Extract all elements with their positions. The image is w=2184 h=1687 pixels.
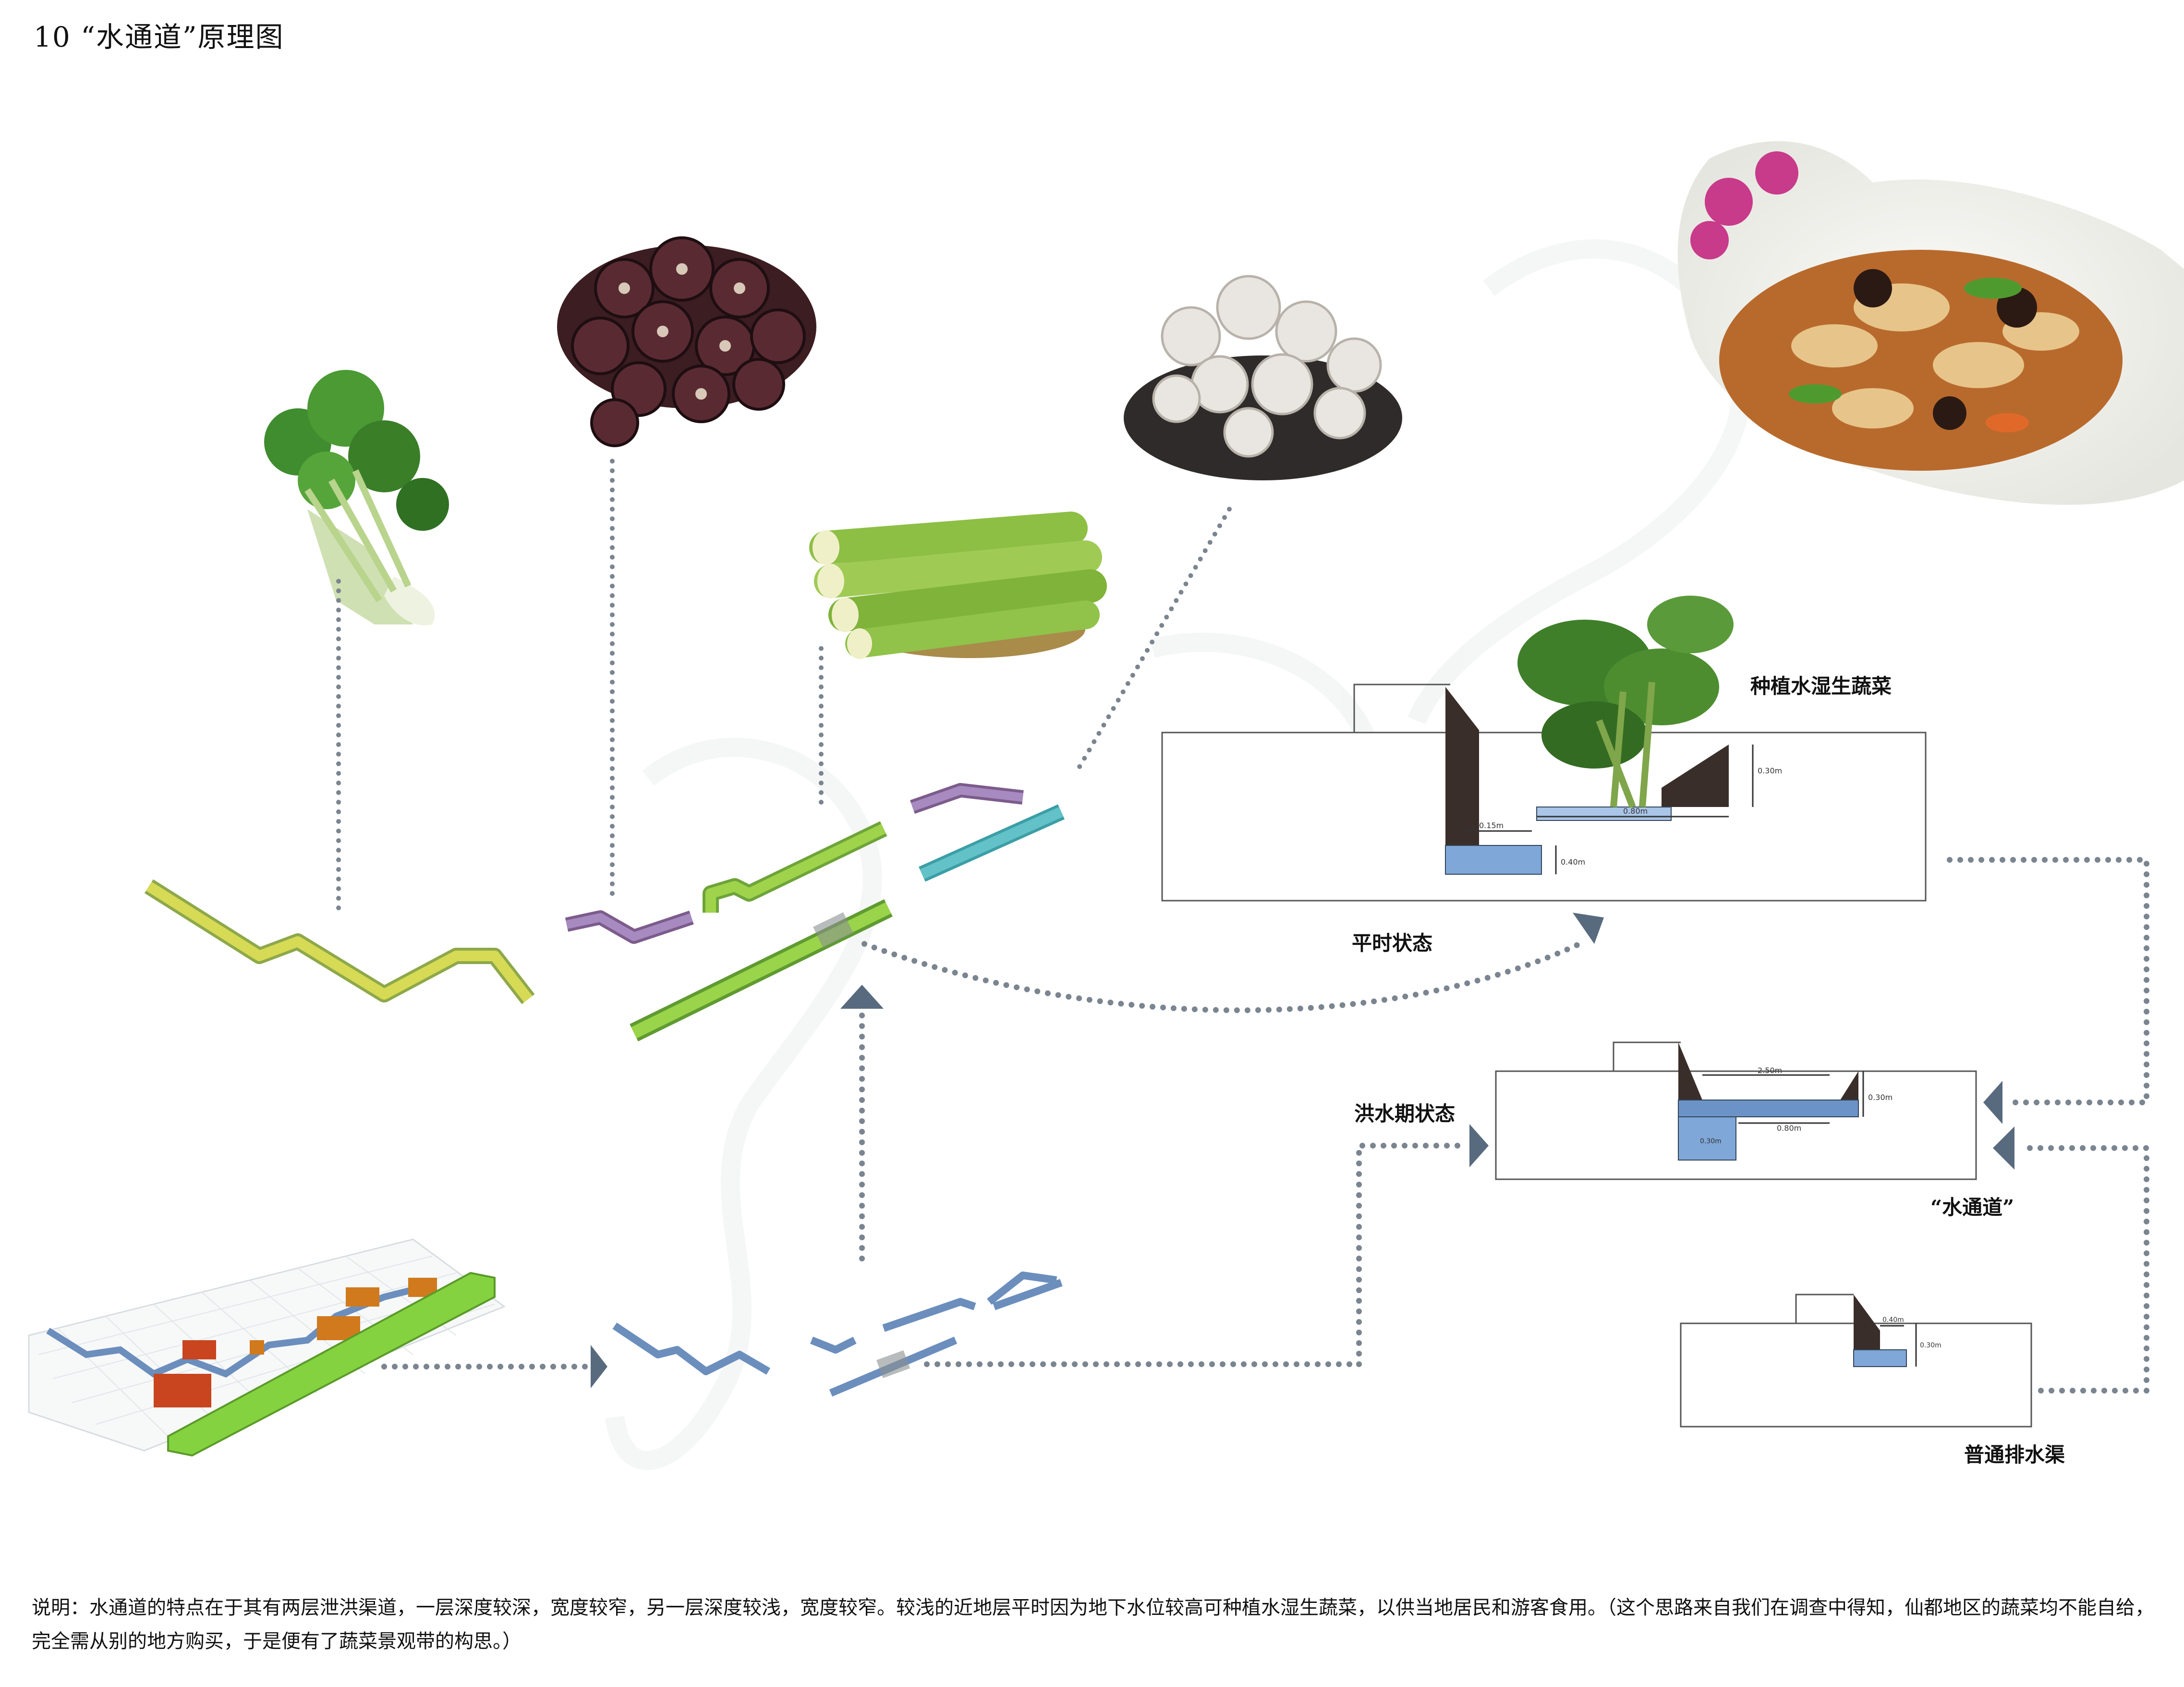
dim-normal-040: 0.40m — [1561, 857, 1585, 867]
taro-plant — [1517, 596, 1734, 808]
normal-to-flood-connector — [1947, 857, 2149, 1105]
wild-rice-stem-image — [809, 512, 1107, 659]
water-chestnut-image — [557, 236, 816, 447]
arrow-to-normal — [1573, 913, 1604, 944]
arrow-to-small — [591, 1345, 607, 1388]
dim-ditch-040: 0.40m — [1882, 1316, 1904, 1324]
grid-model — [28, 1238, 506, 1457]
channel-segments-small — [612, 1271, 1063, 1397]
celery-image — [264, 370, 449, 625]
dim-flood-080: 0.80m — [1777, 1124, 1801, 1133]
dim-normal-030: 0.30m — [1758, 766, 1782, 775]
dim-normal-150: 0.15m — [1479, 821, 1504, 830]
label-flood-state: 洪水期状态 — [1354, 1102, 1456, 1125]
image-connectors — [336, 459, 1232, 920]
flood-state-section — [1495, 1041, 1977, 1180]
label-normal-state: 平时状态 — [1352, 931, 1433, 955]
arrow-up — [840, 985, 884, 1009]
label-plant-wet: 种植水湿生蔬菜 — [1750, 674, 1892, 698]
arrow-flood-right-2 — [1993, 1126, 2014, 1170]
page-title: 10 “水通道”原理图 — [34, 21, 284, 53]
normal-state-section — [1161, 596, 1927, 902]
ordinary-ditch-section — [1680, 1294, 2032, 1428]
dim-ditch-030: 0.30m — [1920, 1342, 1941, 1349]
curve-connector — [861, 939, 1588, 1014]
arrow-to-flood — [1469, 1124, 1489, 1167]
arrowhead-root-image — [1124, 275, 1402, 480]
caption-text: 说明：水通道的特点在于其有两层泄洪渠道，一层深度较深，宽度较窄，另一层深度较浅，… — [32, 1597, 2154, 1652]
small-to-flood-connector-2 — [1356, 1143, 1468, 1367]
dim-flood-030: 0.30m — [1868, 1093, 1893, 1102]
dim-flood-130: 0.30m — [1700, 1137, 1722, 1145]
label-water-channel: “水通道” — [1930, 1196, 2014, 1219]
dim-normal-080: 0.80m — [1623, 807, 1648, 816]
arrow-flood-right — [1983, 1081, 2002, 1124]
stir-fry-dish-image — [1677, 141, 2184, 505]
ditch-to-flood-connector — [2019, 1145, 2149, 1394]
channel-segments-large — [144, 783, 1065, 1041]
label-ordinary-ditch: 普通排水渠 — [1964, 1443, 2065, 1467]
dim-flood-250: 2.50m — [1758, 1066, 1782, 1075]
